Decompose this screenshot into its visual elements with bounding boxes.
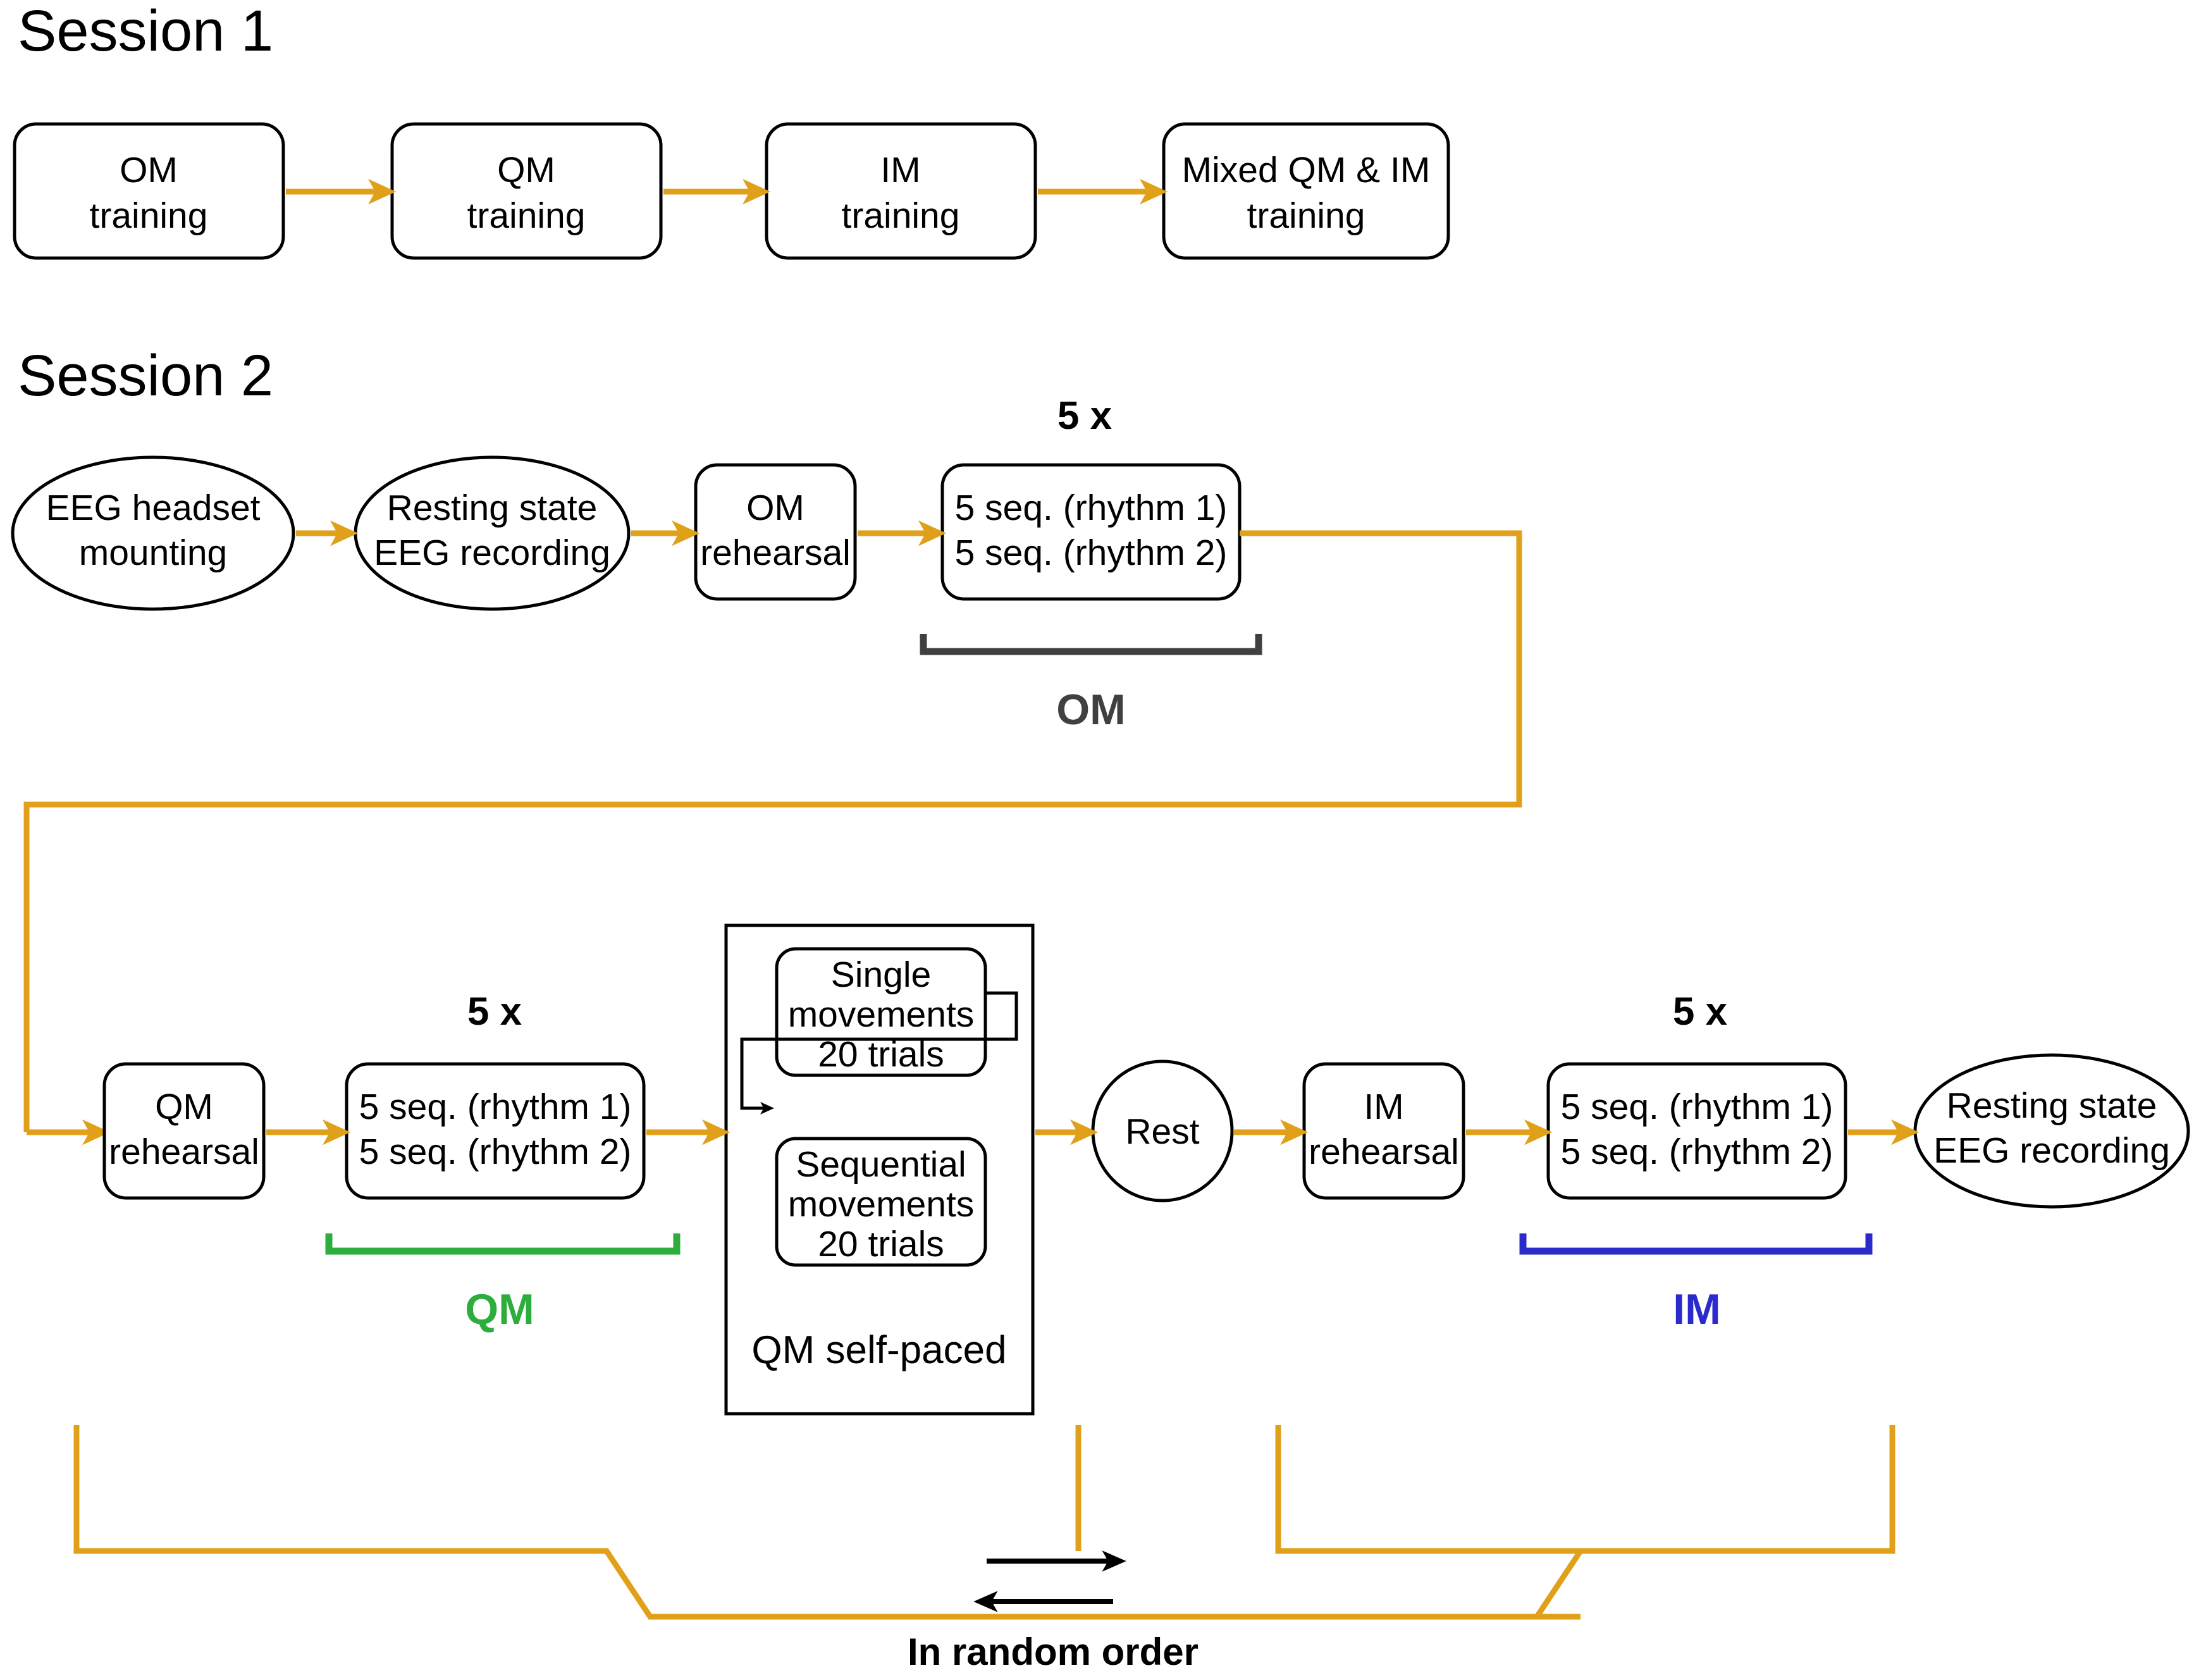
session2-om-block-repeat: 5 x — [1057, 394, 1112, 438]
qm-bracket-label: QM — [465, 1285, 534, 1333]
session2-node-qm-block-line2: 5 seq. (rhythm 2) — [359, 1132, 632, 1172]
qm-self-paced-single-movements-box[interactable] — [775, 947, 987, 1077]
session1-node-om-training-line1: OM — [120, 150, 178, 190]
session1-node-qm-training-line1: QM — [497, 150, 555, 190]
session2-qm-block-repeat: 5 x — [467, 990, 522, 1034]
session2-node-qm-block[interactable] — [345, 1062, 646, 1200]
session1-node-om-training[interactable] — [13, 122, 285, 260]
qm-self-paced-container[interactable] — [724, 923, 1035, 1416]
random-order-label: In random order — [908, 1631, 1199, 1673]
session2-node-resting-state-pre-line1: Resting state — [387, 488, 598, 528]
session2-node-resting-state-post-line2: EEG recording — [1933, 1130, 2170, 1171]
session2-node-qm-rehearsal-line1: QM — [155, 1087, 213, 1127]
session2-node-im-block-line2: 5 seq. (rhythm 2) — [1561, 1132, 1833, 1172]
qm-self-paced-single-movements-line2: movements — [788, 994, 975, 1035]
session1-node-mixed-training[interactable] — [1162, 122, 1450, 260]
im-bracket — [1519, 1233, 1873, 1255]
qm-self-paced-sequential-movements-box[interactable] — [775, 1137, 987, 1267]
qm-bracket — [325, 1233, 681, 1255]
session2-node-qm-rehearsal[interactable] — [102, 1062, 266, 1200]
qm-self-paced-sequential-movements-line1: Sequential — [796, 1144, 966, 1185]
session2-node-eeg-headset-mounting[interactable] — [11, 455, 295, 611]
qm-self-paced-single-movements-line3: 20 trials — [818, 1034, 944, 1075]
session2-node-qm-rehearsal-line2: rehearsal — [109, 1132, 259, 1172]
swap-connector-left-group — [73, 1425, 1581, 1620]
qm-self-paced-single-movements-line1: Single — [831, 954, 931, 995]
session2-node-resting-state-pre-line2: EEG recording — [374, 533, 610, 573]
session2-node-om-rehearsal[interactable] — [694, 463, 857, 601]
swap-connector-right-group-diagonal — [1534, 1549, 1583, 1619]
om-bracket — [920, 634, 1262, 655]
session2-node-im-block-line1: 5 seq. (rhythm 1) — [1561, 1087, 1833, 1127]
session1-title: Session 1 — [18, 0, 273, 63]
session2-node-qm-block-line1: 5 seq. (rhythm 1) — [359, 1087, 632, 1127]
session2-node-om-block[interactable] — [940, 463, 1242, 601]
qm-self-paced-sequential-movements-line2: movements — [788, 1184, 975, 1225]
session2-node-om-block-line2: 5 seq. (rhythm 2) — [955, 533, 1228, 573]
om-bracket-label: OM — [1056, 686, 1126, 734]
swap-connector-right-group — [1275, 1425, 1895, 1554]
session2-node-rest-label: Rest — [1125, 1111, 1199, 1152]
session2-title: Session 2 — [18, 343, 273, 408]
session2-node-resting-state-post-line1: Resting state — [1947, 1085, 2157, 1126]
session1-node-im-training-line1: IM — [880, 150, 920, 190]
session1-node-mixed-training-line1: Mixed QM & IM — [1182, 150, 1431, 190]
qm-self-paced-caption: QM self-paced — [751, 1328, 1006, 1372]
session2-node-eeg-headset-mounting-line1: EEG headset — [46, 488, 260, 528]
im-bracket-label: IM — [1673, 1285, 1721, 1333]
session2-im-block-repeat: 5 x — [1673, 990, 1728, 1034]
qm-self-paced-internal-connector — [740, 991, 1018, 1115]
session1-node-qm-training-line2: training — [467, 195, 586, 236]
session2-node-im-rehearsal-line2: rehearsal — [1309, 1132, 1459, 1172]
session2-node-im-block[interactable] — [1546, 1062, 1847, 1200]
session1-node-im-training-line2: training — [842, 195, 960, 236]
session2-node-im-rehearsal-line1: IM — [1364, 1087, 1403, 1127]
qm-self-paced-sequential-movements-line3: 20 trials — [818, 1224, 944, 1264]
session1-node-mixed-training-line2: training — [1247, 195, 1365, 236]
session1-node-im-training[interactable] — [765, 122, 1037, 260]
session2-node-eeg-headset-mounting-line2: mounting — [79, 533, 228, 573]
session2-node-im-rehearsal[interactable] — [1302, 1062, 1465, 1200]
session1-node-om-training-line2: training — [90, 195, 208, 236]
session2-node-om-rehearsal-line1: OM — [746, 488, 804, 528]
session1-node-qm-training[interactable] — [390, 122, 663, 260]
session2-node-om-rehearsal-line2: rehearsal — [700, 533, 851, 573]
connector-om-to-qm-wrap — [23, 530, 1522, 1132]
session2-node-om-block-line1: 5 seq. (rhythm 1) — [955, 488, 1228, 528]
